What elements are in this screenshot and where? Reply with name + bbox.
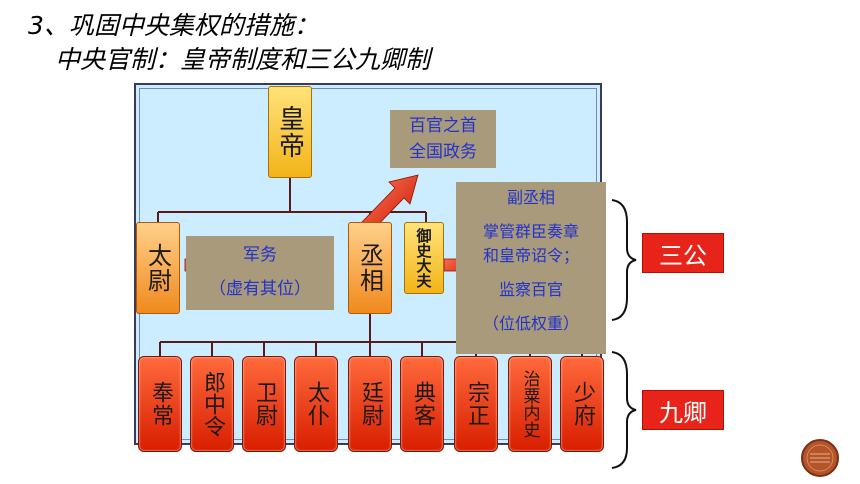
taiwei-box: 太尉 <box>136 222 180 314</box>
brace-lines <box>611 199 637 469</box>
emperor-note-line-2: 全国政务 <box>409 142 477 162</box>
emperor-box: 皇帝 <box>268 86 312 178</box>
yushi-note-line-4: 监察百官 <box>498 280 563 299</box>
jiuqing-label: 太仆 <box>304 381 329 427</box>
jiuqing-label: 少府 <box>570 381 595 427</box>
yushi-note-line-1: 副丞相 <box>506 188 555 207</box>
yushi-note: 副丞相 掌管群臣奏章 和皇帝诏令； 监察百官 （位低权重） <box>456 182 606 354</box>
jiuqing-box-dianke: 典客 <box>400 356 444 452</box>
jiuqing-label: 宗正 <box>464 381 489 427</box>
jiuqing-label: 九卿 <box>642 390 724 430</box>
jiuqing-label: 奉常 <box>148 381 173 427</box>
yushidafu-box: 御史大夫 <box>404 222 444 294</box>
jiuqing-box-taipu: 太仆 <box>294 356 338 452</box>
emperor-note-line-1: 百官之首 <box>409 116 477 136</box>
emperor-label: 皇帝 <box>274 105 305 159</box>
taiwei-note: 军务 （虚有其位） <box>186 236 334 310</box>
heading-line-2: 中央官制：皇帝制度和三公九卿制 <box>55 45 431 74</box>
jiuqing-box-zhisuneishi: 治粟内史 <box>508 356 552 452</box>
yushidafu-label: 御史大夫 <box>414 228 433 288</box>
jiuqing-box-tingwei: 廷尉 <box>348 356 392 452</box>
emperor-note: 百官之首 全国政务 <box>390 110 496 168</box>
jiuqing-label: 治粟内史 <box>519 370 540 438</box>
chengxiang-label: 丞相 <box>355 243 384 293</box>
jiuqing-box-shaofu: 少府 <box>560 356 604 452</box>
yushi-note-line-5: （位低权重） <box>482 314 579 333</box>
jiuqing-label: 典客 <box>410 381 435 427</box>
yushi-note-line-2: 掌管群臣奏章 <box>482 222 579 241</box>
taiwei-label: 太尉 <box>143 243 172 293</box>
sangong-label-text: 三公 <box>659 241 707 270</box>
taiwei-note-line-2: （虚有其位） <box>209 279 311 299</box>
jiuqing-box-weiwei: 卫尉 <box>242 356 286 452</box>
jiuqing-label: 廷尉 <box>358 381 383 427</box>
yushi-note-line-3: 和皇帝诏令； <box>482 246 579 265</box>
jiuqing-label-text: 九卿 <box>659 398 707 427</box>
decorative-badge-icon <box>801 439 839 477</box>
taiwei-note-line-1: 军务 <box>243 245 277 265</box>
chengxiang-box: 丞相 <box>348 222 392 314</box>
jiuqing-box-zongzheng: 宗正 <box>454 356 498 452</box>
heading-line-1: 3、巩固中央集权的措施： <box>28 11 319 40</box>
jiuqing-label: 卫尉 <box>252 381 277 427</box>
sangong-label: 三公 <box>642 233 724 273</box>
jiuqing-label: 郎中令 <box>200 371 225 437</box>
jiuqing-box-fengchang: 奉常 <box>138 356 182 452</box>
jiuqing-box-langzhongling: 郎中令 <box>190 356 234 452</box>
